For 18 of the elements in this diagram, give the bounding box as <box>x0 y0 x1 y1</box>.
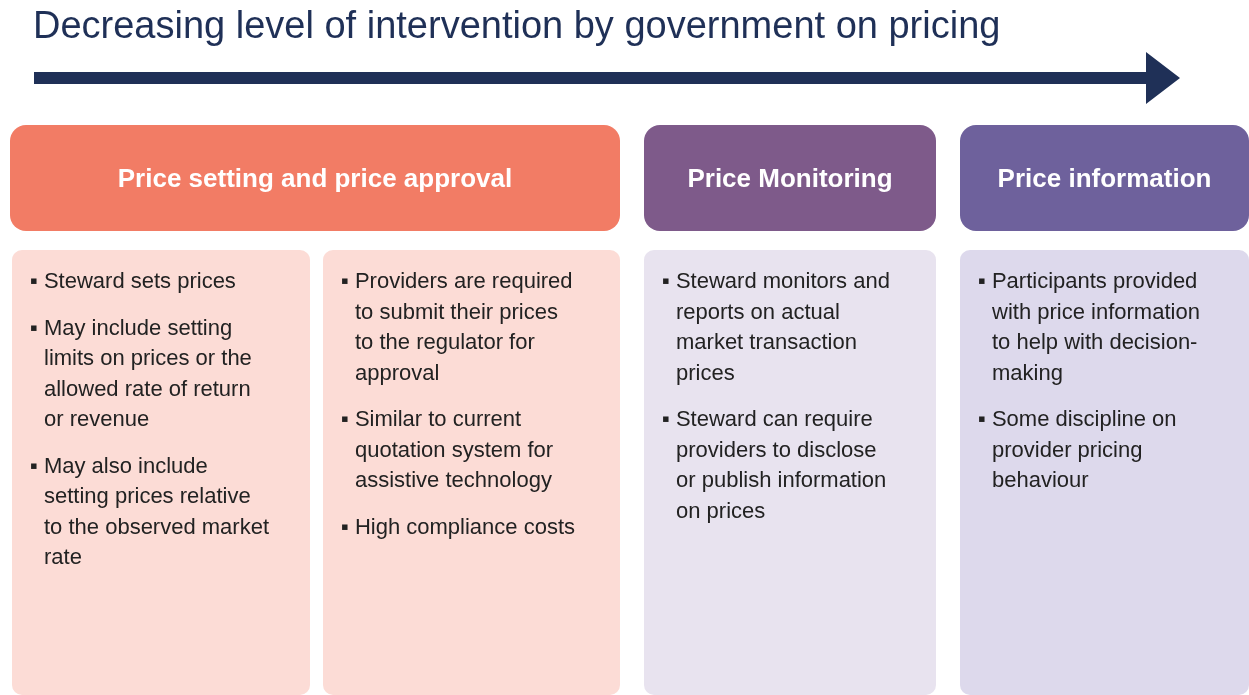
bullet-text: ▪ May include setting limits on prices or the allowed rate of return or revenue <box>30 313 253 433</box>
description-panel <box>644 250 936 695</box>
bullet-text: ▪ Steward can require providers to disclose or publish information on prices <box>662 405 888 525</box>
description-panel <box>12 250 310 695</box>
bullet-text: ▪ Some discipline on provider pricing behaviour <box>978 405 1178 494</box>
category-header: Price Monitoring <box>644 125 936 231</box>
description-panel <box>323 250 620 695</box>
category-header: Price information <box>960 125 1249 231</box>
bullet-text: ▪ Similar to current quotation system for assistive technology <box>341 405 555 494</box>
bullet-text: ▪ Providers are required to submit their prices to the regulator for approval <box>341 267 574 387</box>
category-header: Price setting and price approval <box>10 125 620 231</box>
bullet-text: ▪ May also include setting prices relative to the observed market rate <box>30 451 270 571</box>
title: Decreasing level of intervention by government on pricing <box>33 4 1001 47</box>
bullet-text: ▪ Participants provided with price information to help with decision-making <box>978 267 1201 387</box>
bullet-text: ▪ Steward sets prices <box>30 267 237 295</box>
description-panel <box>960 250 1249 695</box>
bullet-text: ▪ High compliance costs <box>341 512 576 541</box>
bullet-text: ▪ Steward monitors and reports on actual market transaction prices <box>662 267 891 387</box>
